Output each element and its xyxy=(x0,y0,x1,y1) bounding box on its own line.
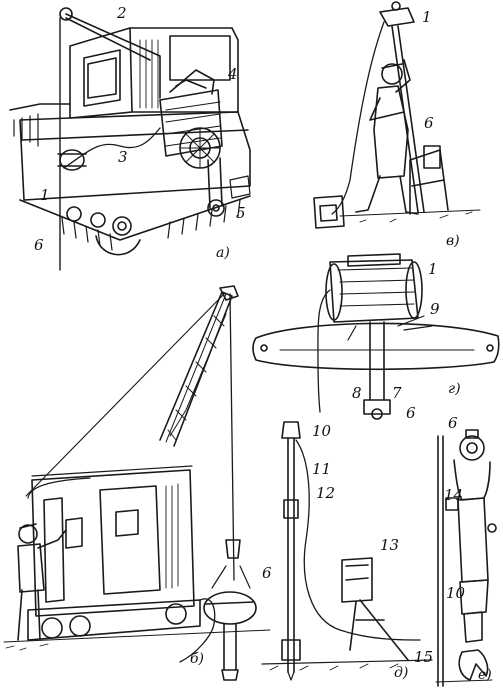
label-a-6: 6 xyxy=(34,236,44,254)
label-g-6: 6 xyxy=(406,404,416,422)
panel-a-tractor xyxy=(9,7,251,271)
label-v-1: 1 xyxy=(422,8,432,26)
label-a-2: 2 xyxy=(117,4,127,22)
label-e-6: 6 xyxy=(448,414,458,432)
label-g-1: 1 xyxy=(428,260,438,278)
label-v-6: 6 xyxy=(424,114,434,132)
label-a-4: 4 xyxy=(228,65,238,83)
panel-v-worker xyxy=(313,1,481,229)
label-d-12: 12 xyxy=(316,484,336,502)
label-a-5: 5 xyxy=(236,204,246,222)
label-d-6: 6 xyxy=(262,564,272,582)
label-g-7: 7 xyxy=(392,384,402,402)
caption-g: г) xyxy=(448,381,461,397)
label-a-1: 1 xyxy=(40,186,50,204)
panel-d-stand xyxy=(261,421,433,681)
label-e-14: 14 xyxy=(444,486,464,504)
caption-d: д) xyxy=(394,665,409,681)
label-d-10: 10 xyxy=(312,422,332,440)
panel-g-vibrator xyxy=(252,253,500,420)
panel-e-gripper xyxy=(435,429,497,687)
label-e-15: 15 xyxy=(414,648,434,666)
label-a-3: 3 xyxy=(118,148,128,166)
label-g-8: 8 xyxy=(352,384,362,402)
label-d-13: 13 xyxy=(380,536,400,554)
label-g-9: 9 xyxy=(430,300,440,318)
caption-e: е) xyxy=(478,667,492,683)
caption-a: а) xyxy=(216,245,230,261)
label-d-11: 11 xyxy=(312,460,332,478)
label-e-10: 10 xyxy=(446,584,466,602)
caption-b: б) xyxy=(190,651,205,667)
caption-v: в) xyxy=(446,233,460,249)
panel-b-crane xyxy=(3,285,271,681)
